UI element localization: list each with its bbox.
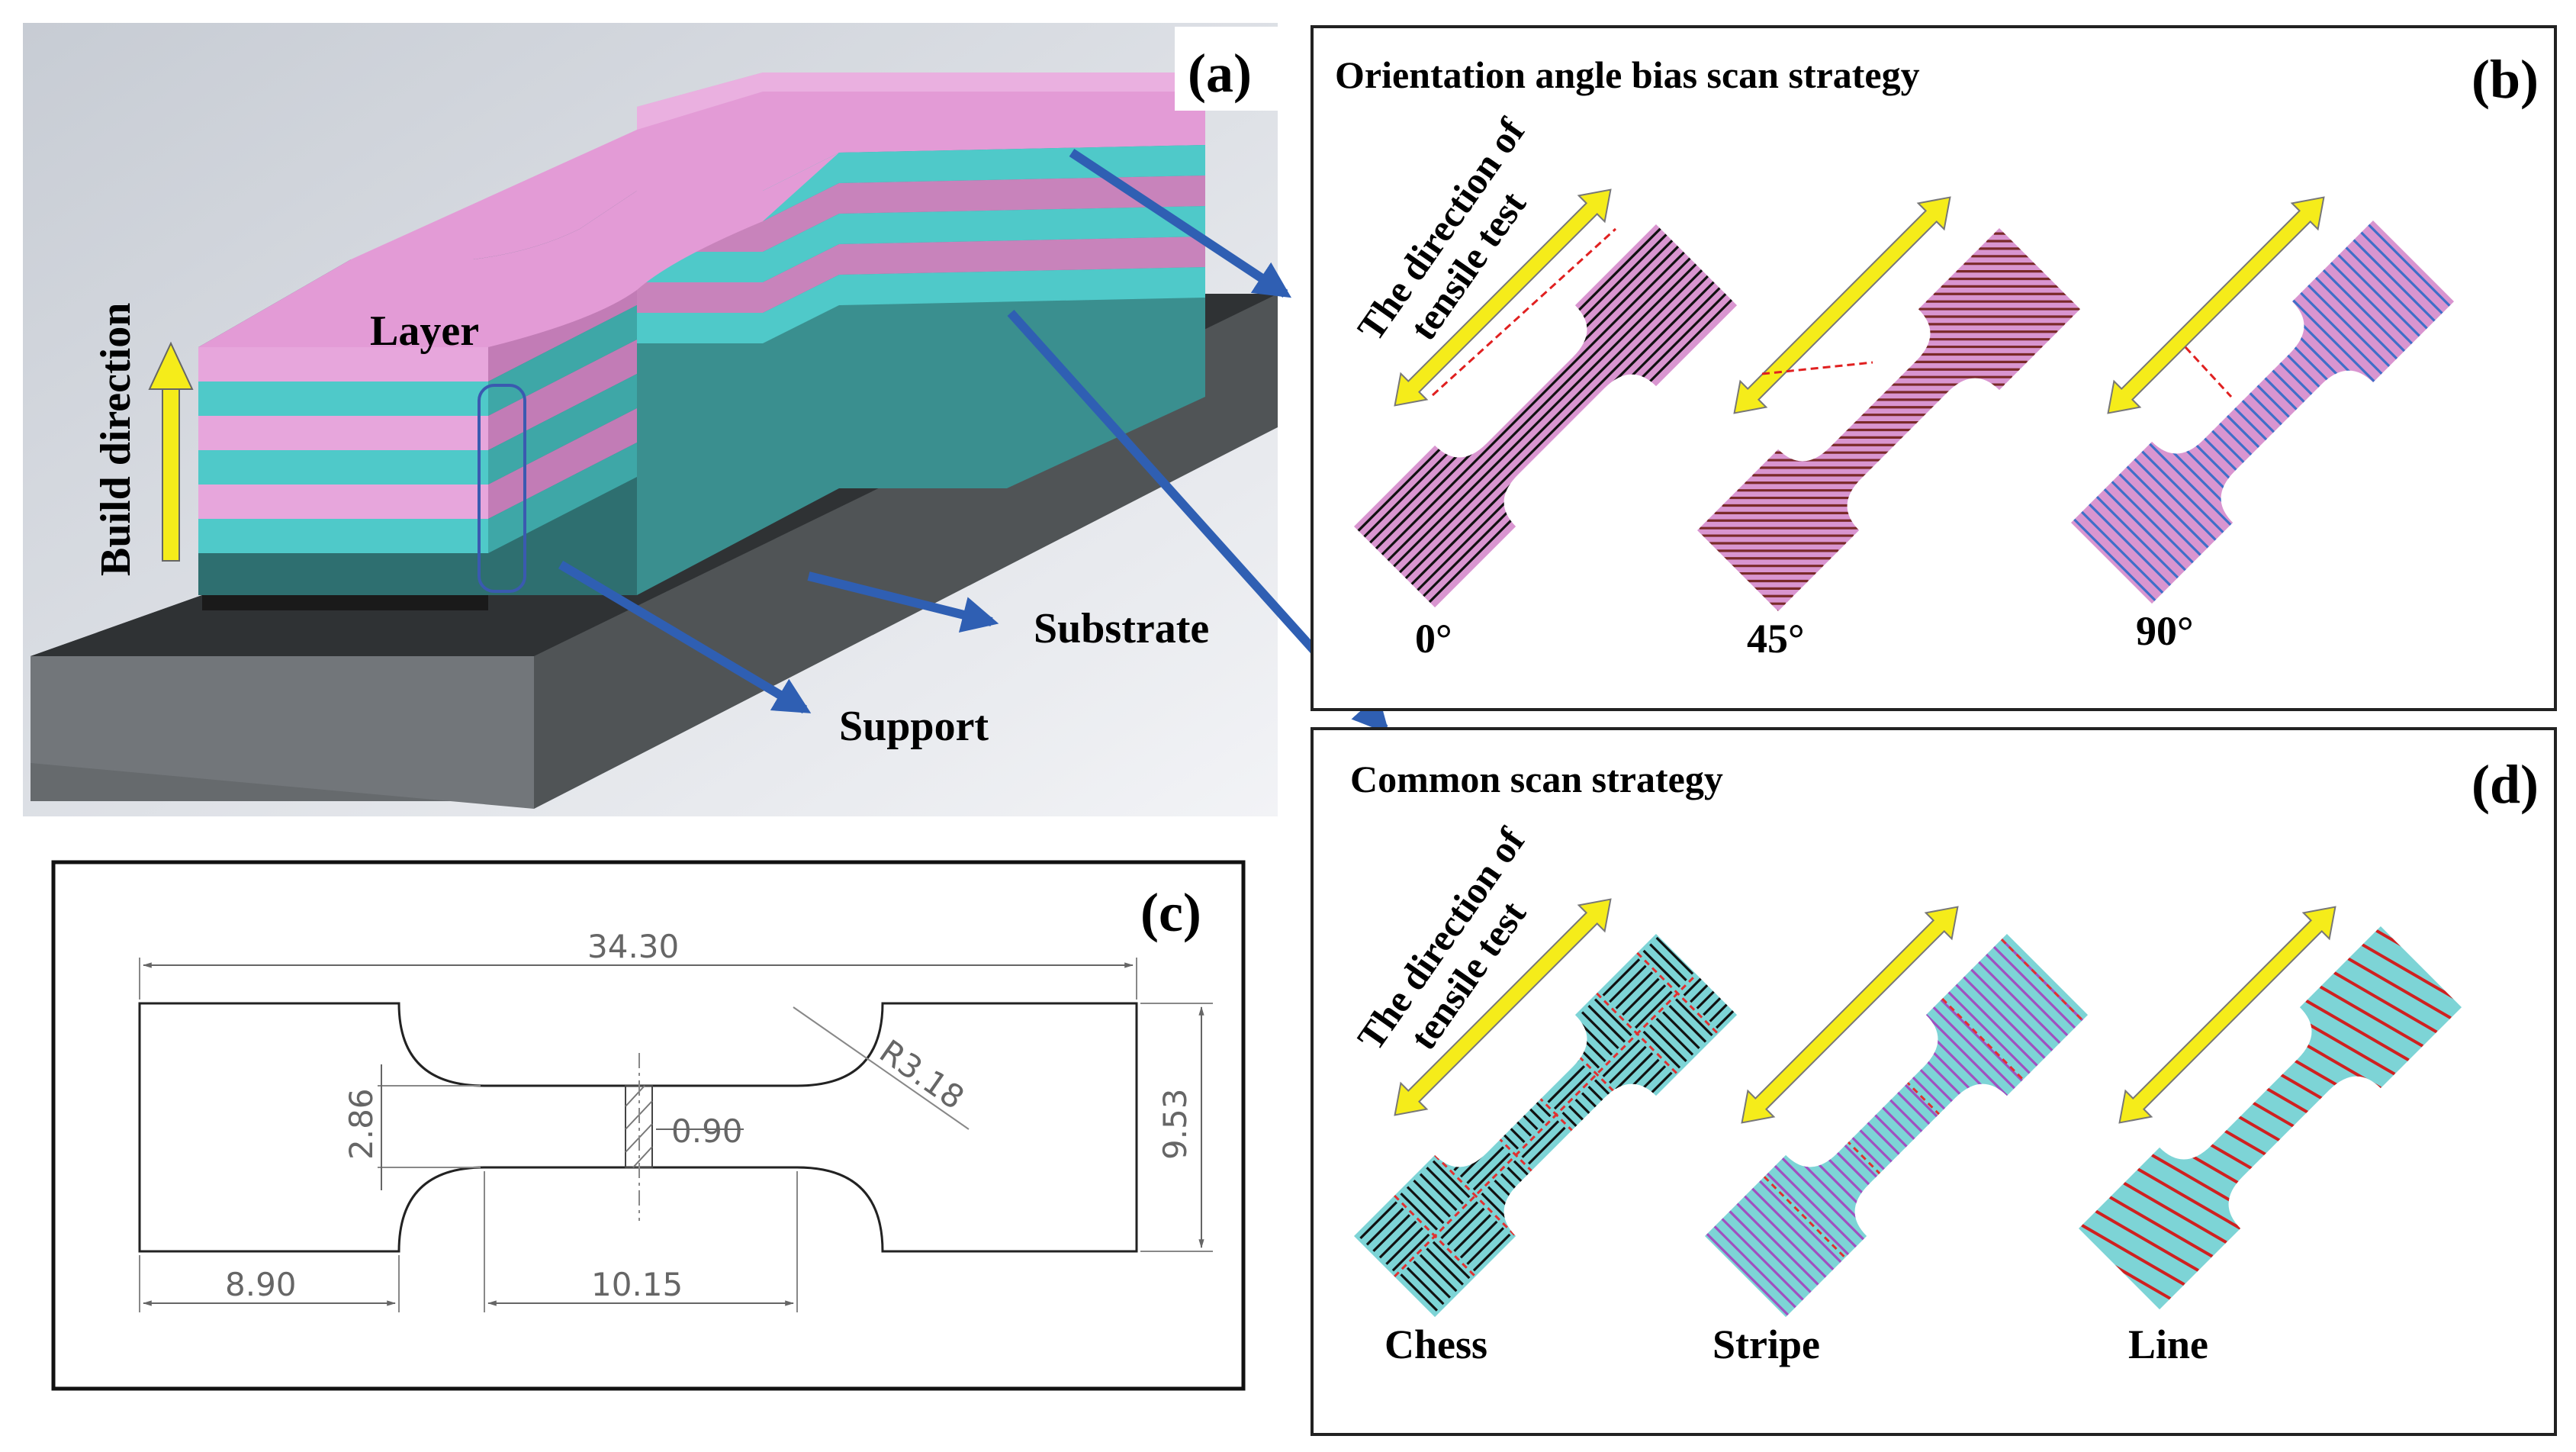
panel-a-label-box xyxy=(1175,27,1278,111)
tensile-arrow-b3 xyxy=(2107,196,2325,414)
layer-outline xyxy=(478,384,526,593)
panel-b: Orientation angle bias scan strategy (b)… xyxy=(1311,25,2557,711)
strategy-label-chess: Chess xyxy=(1384,1322,1487,1367)
substrate-pointer-arrow xyxy=(807,571,999,633)
orientation-line-45 xyxy=(1761,361,1873,375)
angle-label-90: 90° xyxy=(2136,608,2194,654)
dim-gauge-width: 2.86 xyxy=(343,1088,380,1160)
panel-b-label: (b) xyxy=(2471,49,2539,110)
panel-a: Build direction Layer Substrate Support … xyxy=(23,23,1390,816)
dim-grip-width: 9.53 xyxy=(1156,1088,1194,1160)
tensile-arrow-b1 xyxy=(1394,188,1612,407)
panel-a-label: (a) xyxy=(1188,43,1252,104)
tensile-arrow-b2 xyxy=(1733,196,1951,414)
orientation-line-90 xyxy=(2184,346,2233,398)
dim-gauge-length: 10.15 xyxy=(591,1266,683,1303)
panel-d: Common scan strategy (d) The direction o… xyxy=(1311,727,2557,1436)
build-direction-arrow xyxy=(148,341,194,562)
strategy-label-line: Line xyxy=(2128,1322,2208,1367)
orientation-line-0 xyxy=(1431,227,1617,397)
strategy-label-stripe: Stripe xyxy=(1713,1322,1820,1367)
panel-c: (c) 34.30 9.53 2.86 0.90 R3.18 xyxy=(51,860,1246,1391)
panel-c-label: (c) xyxy=(1140,882,1201,943)
dogbone-outline xyxy=(138,1002,1138,1253)
build-direction-label: Build direction xyxy=(92,303,140,576)
angle-label-45: 45° xyxy=(1747,616,1805,662)
dim-radius-line xyxy=(793,1006,970,1130)
dim-thickness: 0.90 xyxy=(671,1112,743,1150)
support-label: Support xyxy=(839,703,989,750)
panel-d-label: (d) xyxy=(2471,754,2539,815)
panel-b-title: Orientation angle bias scan strategy xyxy=(1335,53,1920,96)
dim-grip-length: 8.90 xyxy=(225,1266,297,1303)
tensile-arrow-d1 xyxy=(1394,898,1612,1116)
support-pointer-arrow xyxy=(558,560,812,714)
layered-specimen xyxy=(198,72,1205,595)
substrate-label: Substrate xyxy=(1034,605,1209,652)
panel-d-title: Common scan strategy xyxy=(1350,758,1723,800)
specimen-stripe xyxy=(1705,934,2089,1318)
tensile-arrow-d3 xyxy=(2118,906,2336,1124)
layer-label: Layer xyxy=(370,307,479,355)
tensile-arrow-d2 xyxy=(1741,906,1959,1124)
dim-overall-length: 34.30 xyxy=(587,928,679,965)
panel-b-pointer-arrow xyxy=(1069,148,1292,298)
angle-label-0: 0° xyxy=(1415,616,1452,662)
